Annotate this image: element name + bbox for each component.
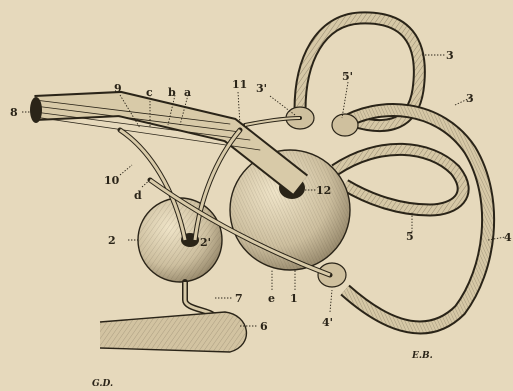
label-3-top: 3 xyxy=(446,49,454,62)
label-4: 4 xyxy=(504,231,512,244)
label-1: 1 xyxy=(290,292,298,305)
signature-left: G.D. xyxy=(92,379,113,389)
ampulla-lateral xyxy=(332,114,358,136)
label-4-prime: 4' xyxy=(322,316,333,329)
label-a: a xyxy=(184,86,191,99)
label-9: 9 xyxy=(114,82,122,95)
label-b: b xyxy=(168,86,176,99)
label-6: 6 xyxy=(260,320,268,333)
label-d: d xyxy=(134,189,142,202)
label-2-prime: 2' xyxy=(200,236,211,249)
label-7: 7 xyxy=(235,292,243,305)
signature-right: E.B. xyxy=(411,351,433,361)
label-8: 8 xyxy=(10,106,18,119)
label-2: 2 xyxy=(108,234,116,247)
label-3-side: 3 xyxy=(466,92,474,105)
label-5-prime: 5' xyxy=(342,70,353,83)
label-e: e xyxy=(268,292,275,305)
label-11: 11 xyxy=(232,78,247,91)
label-c: c xyxy=(146,86,153,99)
label-10: 10 xyxy=(104,174,120,187)
label-12: 12 xyxy=(316,184,331,197)
label-3-prime: 3' xyxy=(256,82,267,95)
label-5: 5 xyxy=(406,230,414,243)
